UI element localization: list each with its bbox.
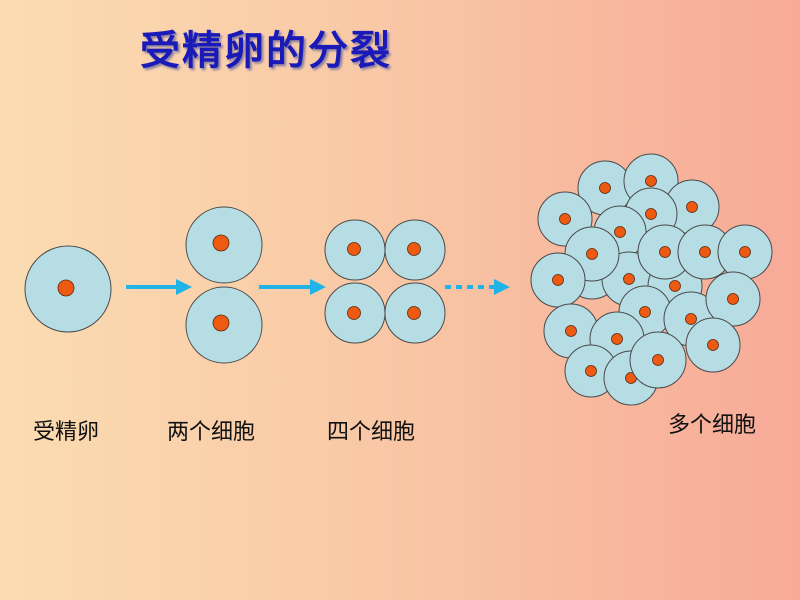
nucleus [645, 175, 657, 187]
nucleus [645, 208, 657, 220]
nucleus [552, 274, 564, 286]
arrow-right-icon [259, 279, 326, 295]
nucleus [407, 242, 421, 256]
zygote-stage [24, 245, 112, 333]
nucleus [623, 273, 635, 285]
nucleus [611, 333, 623, 345]
nucleus [565, 325, 577, 337]
label-four-cells: 四个细胞 [327, 420, 416, 445]
nucleus [212, 314, 230, 332]
dotted-arrow-right-icon [445, 279, 510, 295]
slide-title: 受精卵的分裂 [140, 28, 392, 74]
nucleus [407, 306, 421, 320]
nucleus [727, 293, 739, 305]
nucleus [614, 226, 626, 238]
nucleus [599, 182, 611, 194]
label-two-cells: 两个细胞 [167, 420, 256, 445]
nucleus [669, 280, 681, 292]
four-cell-stage [324, 219, 446, 344]
arrow-right-icon [126, 279, 192, 295]
nucleus [57, 279, 75, 297]
nucleus [652, 354, 664, 366]
label-many-cells: 多个细胞 [668, 413, 757, 438]
nucleus [639, 306, 651, 318]
nucleus [212, 234, 230, 252]
nucleus [659, 246, 671, 258]
nucleus [707, 339, 719, 351]
nucleus [685, 313, 697, 325]
nucleus [347, 242, 361, 256]
nucleus [699, 246, 711, 258]
nucleus [739, 246, 751, 258]
nucleus [347, 306, 361, 320]
multi-cell-stage [530, 153, 773, 406]
label-zygote: 受精卵 [33, 420, 100, 445]
two-cell-stage [185, 206, 263, 364]
nucleus [585, 365, 597, 377]
nucleus [586, 248, 598, 260]
nucleus [686, 201, 698, 213]
nucleus [559, 213, 571, 225]
